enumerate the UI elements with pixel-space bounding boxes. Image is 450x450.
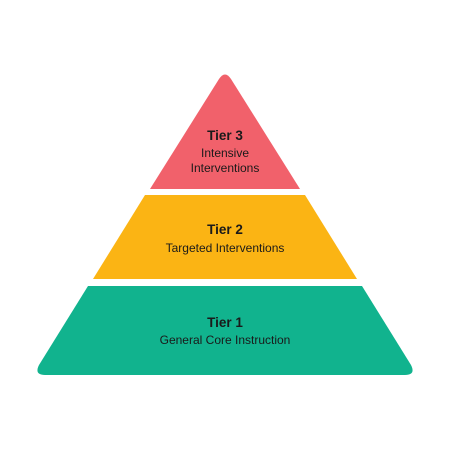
tier-2: Tier 2 Targeted Interventions: [93, 195, 357, 279]
tier-3: Tier 3 Intensive Interventions: [150, 74, 300, 189]
tier-3-shape: [150, 74, 300, 189]
tier-1-title: Tier 1: [207, 315, 243, 330]
tier-2-desc-line-1: Targeted Interventions: [166, 241, 285, 255]
tier-1: Tier 1 General Core Instruction: [37, 286, 413, 375]
tier-2-title: Tier 2: [207, 222, 243, 237]
tier-1-desc-line-1: General Core Instruction: [160, 333, 291, 347]
tier-2-shape: [93, 195, 357, 279]
tier-3-title: Tier 3: [207, 128, 243, 143]
tier-1-shape: [37, 286, 413, 375]
tier-3-desc-line-1: Intensive: [201, 146, 249, 160]
tier-3-desc-line-2: Interventions: [191, 161, 260, 175]
